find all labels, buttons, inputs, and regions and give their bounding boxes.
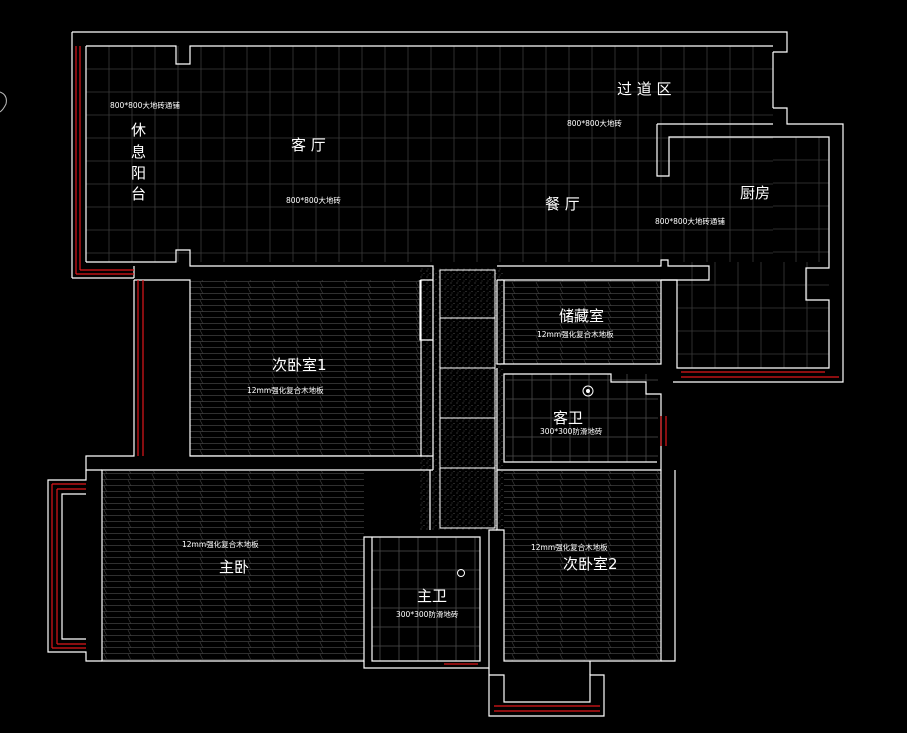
windows xyxy=(51,46,839,712)
dining-room-label: 餐 厅 xyxy=(545,195,580,213)
storage-label: 储藏室 xyxy=(559,307,604,325)
kitchen-label: 厨房 xyxy=(740,184,770,202)
bedroom1-floor xyxy=(190,280,421,456)
guest-bath-floor xyxy=(506,374,658,462)
floor-drain-center xyxy=(586,389,590,393)
cursor-hand-icon xyxy=(0,91,7,113)
balcony-label-4: 台 xyxy=(131,185,146,203)
kitchen-tile-note: 800*800大地砖通铺 xyxy=(655,216,725,226)
balcony-label-1: 休 xyxy=(131,121,146,139)
master-bath-drain-icon xyxy=(457,569,465,577)
bedroom1-label: 次卧室1 xyxy=(272,356,327,374)
tile-grid xyxy=(86,46,829,368)
living-tile-note: 800*800大地砖 xyxy=(286,195,341,205)
guest-bath-label: 客卫 xyxy=(553,409,583,427)
master-floor xyxy=(102,471,364,661)
corridor-label: 过 道 区 xyxy=(617,80,672,98)
bedroom1-floor-note: 12mm强化复合木地板 xyxy=(247,385,324,395)
bedroom2-floor xyxy=(504,471,661,661)
storage-floor-note: 12mm强化复合木地板 xyxy=(537,329,614,339)
walls xyxy=(47,31,844,717)
corridor-tile-note: 800*800大地砖 xyxy=(567,118,622,128)
master-bath-label: 主卫 xyxy=(417,587,447,605)
balcony-tile-note: 800*800大地砖通铺 xyxy=(110,100,180,110)
bedroom2-label: 次卧室2 xyxy=(563,555,618,573)
master-floor-note: 12mm强化复合木地板 xyxy=(182,539,259,549)
hallway-strip xyxy=(439,269,496,529)
master-bath-floor xyxy=(372,537,480,661)
master-bath-floor-note: 300*300防滑地砖 xyxy=(396,609,459,619)
guest-bath-floor-note: 300*300防滑地砖 xyxy=(540,426,603,436)
balcony-label-2: 息 xyxy=(131,143,146,161)
floor-drain-icon xyxy=(582,385,594,397)
bedroom2-floor-note: 12mm强化复合木地板 xyxy=(531,542,608,552)
storage-floor xyxy=(504,280,661,364)
master-bedroom-label: 主卧 xyxy=(219,558,249,576)
living-room-label: 客 厅 xyxy=(291,136,326,154)
balcony-label-3: 阳 xyxy=(131,164,146,182)
hallway-floor xyxy=(420,268,504,530)
